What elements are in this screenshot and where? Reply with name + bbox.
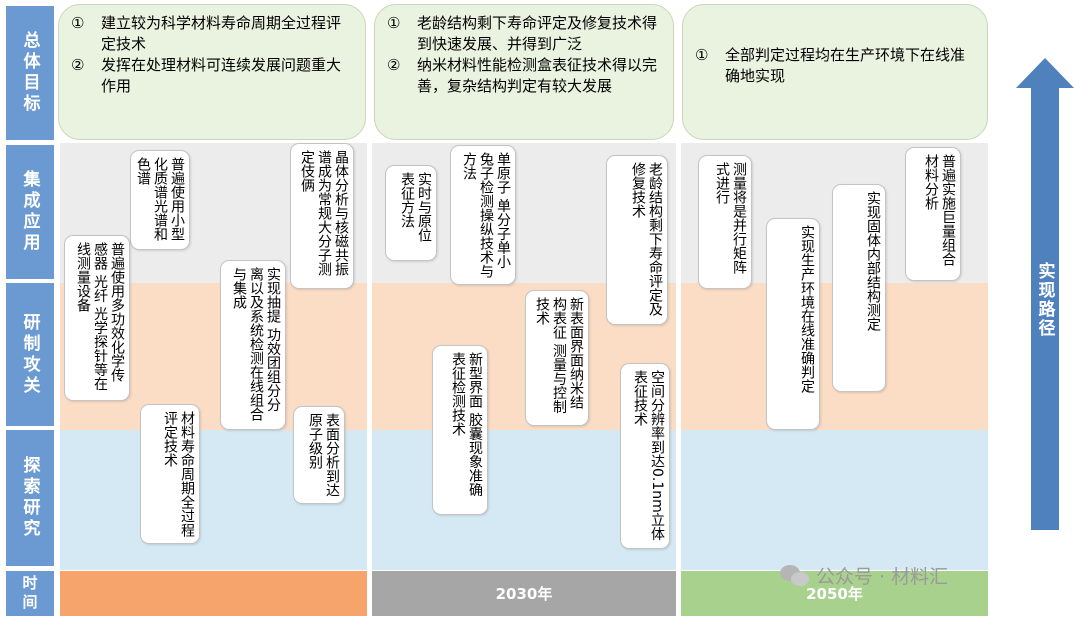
path-arrow-icon (1016, 58, 1074, 530)
row-label-time: 时间 (6, 571, 54, 616)
tech-card: 晶体分析与核磁共振谱成为常规大分子测定伎俩 (290, 143, 354, 289)
goal-box-period-3: ① 全部判定过程均在生产环境下在线准确地实现 (682, 4, 988, 140)
tech-card: 材料寿命周期全过程评定技术 (140, 404, 200, 544)
exploration-band (60, 430, 988, 570)
goal-item-text: 老龄结构剩下寿命评定及修复技术得到快速发展、并得到广泛 (417, 14, 658, 53)
tech-card: 老龄结构剩下寿命评定及修复技术 (606, 155, 668, 325)
goal-box-period-1: ① 建立较为科学材料寿命周期全过程评定技术 ② 发挥在处理材料可连续发展问题重大… (58, 4, 366, 140)
goal-item-number: ① (71, 14, 85, 32)
timeline-segment-2030: 2030年 (372, 571, 676, 616)
column-divider (676, 0, 681, 617)
row-label-goals: 总体目标 (6, 6, 54, 140)
timeline-segment-2050: 2050年 (681, 571, 988, 616)
timeline-segment-1 (60, 571, 367, 616)
row-label-exploration: 探索研究 (6, 430, 54, 566)
watermark-text: 公众号 · 材料汇 (816, 565, 949, 588)
goal-item-number: ② (387, 56, 401, 74)
tech-card: 实时与原位表征方法 (385, 165, 437, 261)
goal-item-number: ② (71, 56, 85, 74)
tech-card: 空间分辨率到达0.1nm立体表征技术 (620, 363, 670, 549)
goal-item-number: ① (695, 46, 709, 64)
goal-item: ① 建立较为科学材料寿命周期全过程评定技术 (71, 13, 351, 55)
tech-card: 测量将是并行矩阵式进行 (698, 155, 752, 289)
wechat-icon (780, 563, 810, 587)
row-label-development: 研制攻关 (6, 283, 54, 426)
goal-item-text: 发挥在处理材料可连续发展问题重大作用 (101, 56, 342, 95)
goal-item-number: ① (387, 14, 401, 32)
tech-card: 实现抽提 功效团组分分离以及系统检测在线组合与集成 (220, 260, 286, 430)
path-arrow-label: 实现路径 (1034, 262, 1055, 338)
tech-card: 新型界面 胶囊现象准确表征检测技术 (432, 345, 488, 515)
goal-item: ① 全部判定过程均在生产环境下在线准确地实现 (695, 45, 973, 87)
goal-item-text: 建立较为科学材料寿命周期全过程评定技术 (101, 14, 342, 53)
goal-item: ② 纳米材料性能检测盒表征技术得以完善，复杂结构判定有较大发展 (387, 55, 659, 97)
goal-item-text: 全部判定过程均在生产环境下在线准确地实现 (725, 46, 966, 85)
column-divider (367, 0, 372, 617)
row-label-integration: 集成应用 (6, 145, 54, 279)
goal-box-period-2: ① 老龄结构剩下寿命评定及修复技术得到快速发展、并得到广泛 ② 纳米材料性能检测… (374, 4, 674, 140)
goal-item: ② 发挥在处理材料可连续发展问题重大作用 (71, 55, 351, 97)
goal-item-text: 纳米材料性能检测盒表征技术得以完善，复杂结构判定有较大发展 (417, 56, 658, 95)
tech-card: 实现生产环境在线准确判定 (766, 218, 820, 430)
watermark: 公众号 · 材料汇 (780, 558, 948, 592)
tech-card: 实现固体内部结构测定 (832, 184, 886, 392)
goal-item: ① 老龄结构剩下寿命评定及修复技术得到快速发展、并得到广泛 (387, 13, 659, 55)
tech-card: 新表面界面纳米结构表征 测量与控制技术 (525, 290, 589, 426)
tech-card: 普遍实施巨量组合材料分析 (905, 147, 961, 281)
tech-card: 表面分析到达原子级别 (293, 406, 345, 504)
tech-card: 单原子 单分子单小兔子检测操纵技术与方法 (450, 145, 516, 285)
tech-card: 普遍使用小型化质谱光谱和色谱 (130, 150, 190, 250)
tech-card: 普遍使用多功效化学传感器 光纤 光学探针等在线测量设备 (64, 235, 130, 401)
